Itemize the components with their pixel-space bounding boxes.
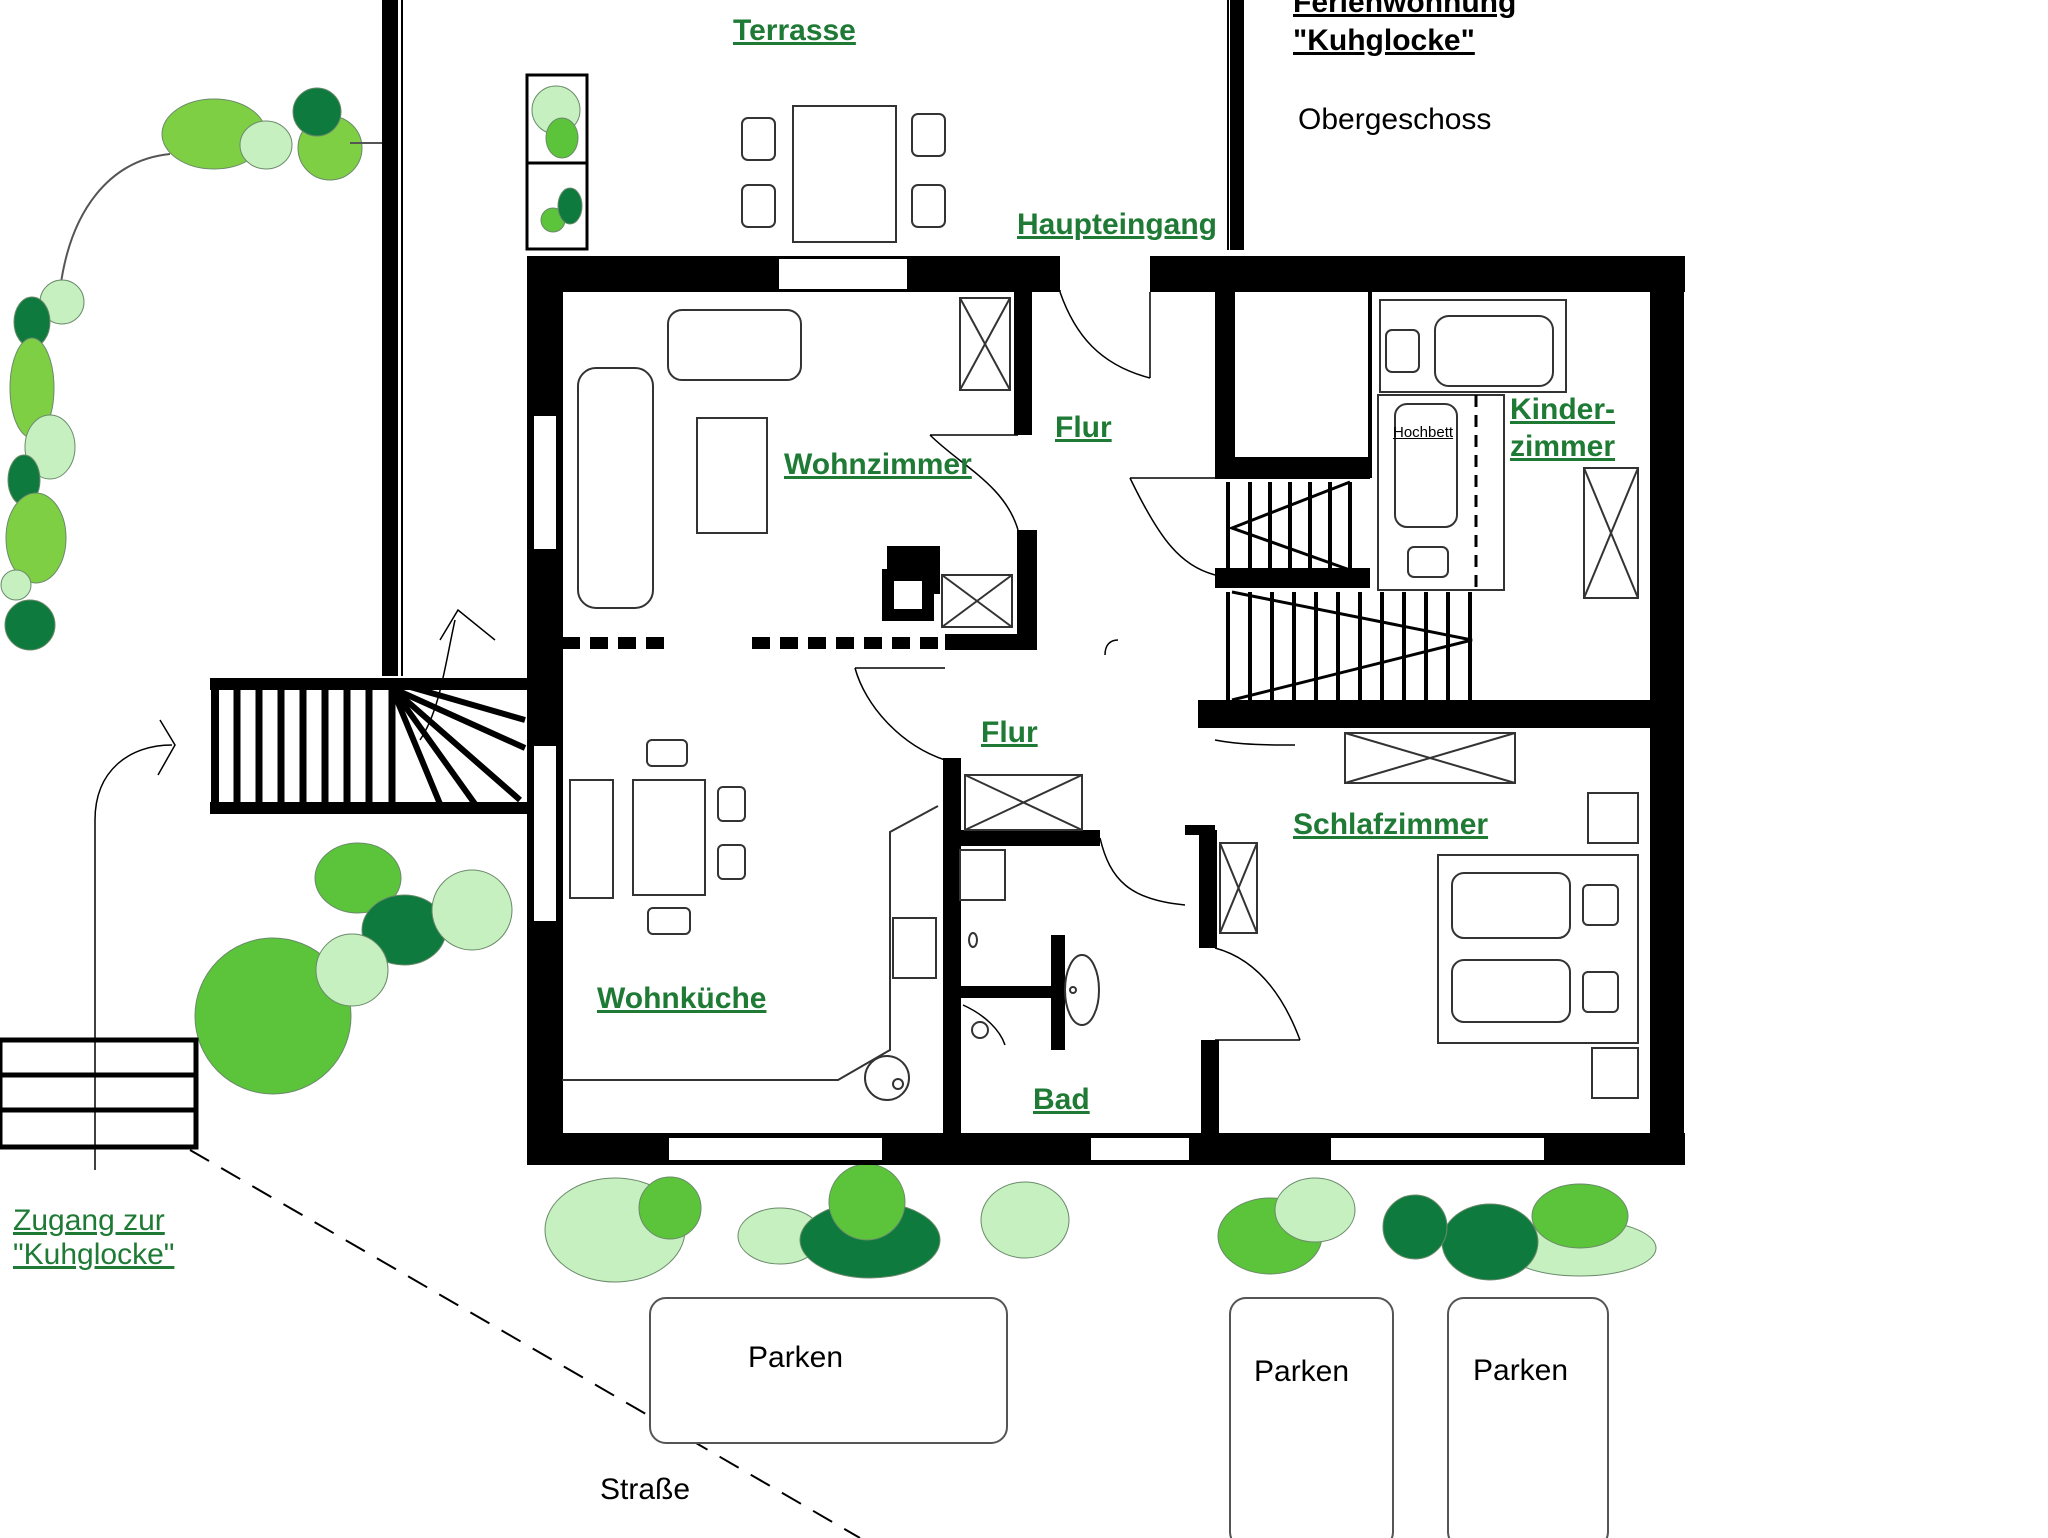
shrub-icon: [431, 869, 513, 951]
kitchen-counter: [562, 805, 939, 1081]
bench-icon: [569, 779, 614, 899]
window: [532, 414, 558, 551]
shrub-icon: [638, 1176, 702, 1240]
room-label-wohnzimmer: Wohnzimmer: [784, 448, 972, 481]
parking-space: [1447, 1297, 1609, 1538]
shrub-icon: [24, 414, 76, 480]
room-label-flur-top: Flur: [1055, 411, 1112, 444]
shrub-icon: [980, 1181, 1070, 1259]
property-lines: [189, 0, 1244, 1538]
interior-stairs: [1226, 480, 1473, 702]
shower-icon: [959, 849, 1006, 901]
hochbett-label: Hochbett: [1393, 424, 1454, 441]
room-label-wohnkueche: Wohnküche: [597, 982, 767, 1015]
windows: [532, 256, 1546, 1162]
door-swings: [854, 290, 1301, 1046]
room-label-kinderzimmer-1: Kinder-: [1510, 393, 1615, 426]
access-label-line2: "Kuhglocke": [13, 1238, 175, 1271]
table-icon: [632, 779, 706, 896]
plan-title: Ferienwohnung: [1293, 0, 1517, 19]
shrub-icon: [828, 1163, 906, 1241]
parking-label-1: Parken: [748, 1341, 844, 1374]
shrub-icon: [239, 120, 293, 170]
parking-space: [1229, 1297, 1394, 1538]
table-icon: [792, 105, 897, 243]
window: [667, 1136, 884, 1162]
nightstand-icon: [1591, 1047, 1639, 1099]
path-line: [59, 153, 171, 291]
parking-label-2: Parken: [1254, 1355, 1350, 1388]
sofa-icon: [667, 309, 802, 381]
shrub-icon: [1382, 1194, 1448, 1260]
chair-icon: [717, 844, 746, 880]
shrub-icon: [5, 492, 67, 584]
access-label-line1: Zugang zur: [13, 1204, 165, 1237]
room-label-schlafzimmer: Schlafzimmer: [1293, 808, 1489, 841]
furniture: [562, 297, 1639, 1538]
shrub-icon: [0, 569, 32, 601]
room-label-haupteingang: Haupteingang: [1017, 208, 1217, 241]
room-label-flur-mid: Flur: [981, 716, 1038, 749]
sofa-icon: [577, 367, 654, 609]
toilet-icon: [1064, 954, 1100, 1026]
plants: [0, 73, 1657, 1283]
room-label-bad: Bad: [1033, 1083, 1090, 1116]
stove-icon: [882, 569, 934, 621]
door-opening: [1060, 256, 1150, 292]
entrance-steps: [0, 1037, 199, 1150]
chair-icon: [911, 184, 946, 228]
chair-icon: [911, 113, 946, 157]
window: [1089, 1136, 1191, 1162]
shrub-icon: [1531, 1183, 1629, 1249]
coffee-table-icon: [696, 417, 768, 534]
room-label-kinderzimmer-2: zimmer: [1510, 430, 1616, 463]
chair-icon: [646, 739, 688, 767]
street-label: Straße: [600, 1473, 691, 1506]
terrace-furniture: [741, 105, 946, 243]
floor-label: Obergeschoss: [1298, 103, 1492, 136]
sink-icon: [864, 1055, 910, 1101]
chair-icon: [717, 786, 746, 822]
shrub-icon: [194, 937, 352, 1095]
window: [777, 257, 909, 291]
shrub-icon: [557, 187, 583, 225]
shrub-icon: [4, 599, 56, 651]
chair-icon: [741, 117, 776, 161]
chair-icon: [741, 184, 776, 228]
nightstand-icon: [1587, 792, 1639, 844]
plan-title-name: "Kuhglocke": [1293, 24, 1475, 57]
shrub-icon: [314, 842, 402, 914]
shrub-icon: [315, 933, 389, 1007]
room-label-terrasse: Terrasse: [733, 14, 856, 47]
shrub-icon: [292, 87, 342, 137]
outdoor-stairs: [94, 608, 527, 1170]
shrub-icon: [1274, 1177, 1356, 1243]
parking-space: [649, 1297, 1008, 1444]
window: [1329, 1136, 1546, 1162]
parking-label-3: Parken: [1473, 1354, 1569, 1387]
shrub-icon: [1441, 1203, 1539, 1281]
window: [532, 744, 558, 923]
shrub-icon: [545, 117, 579, 159]
chair-icon: [647, 907, 691, 935]
stove-icon: [892, 917, 937, 979]
